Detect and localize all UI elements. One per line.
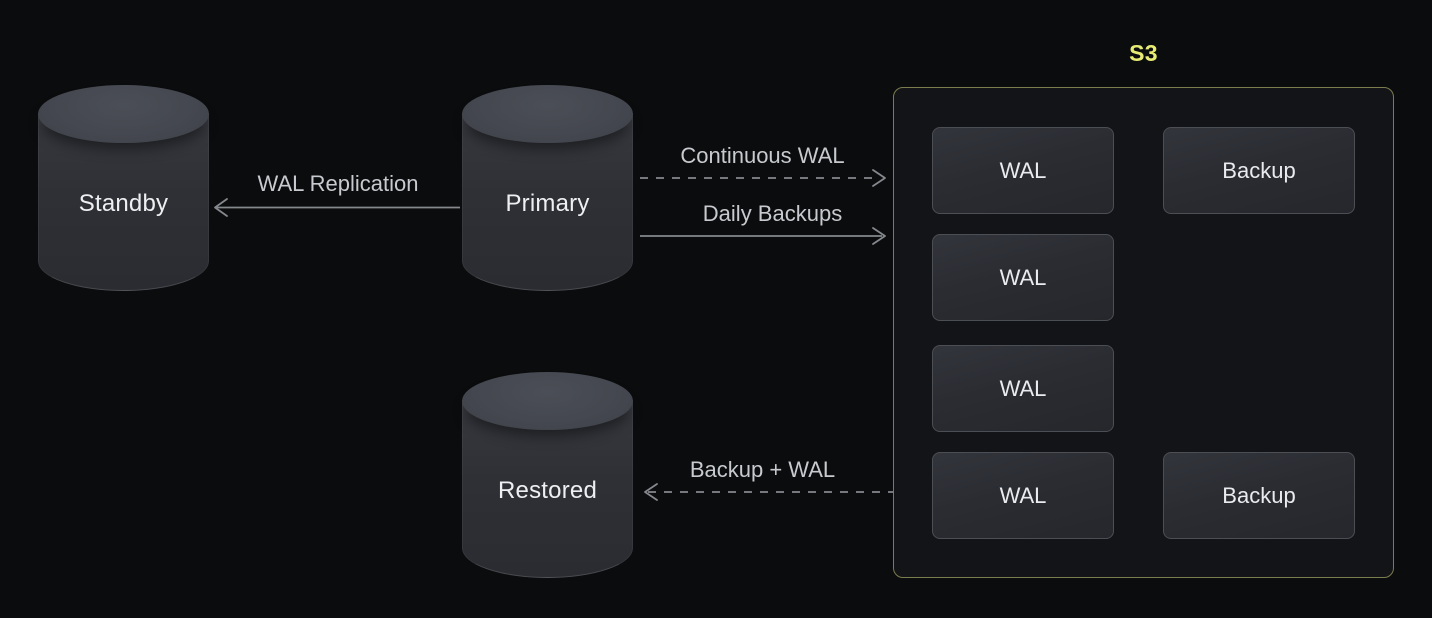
backup-box: Backup bbox=[1163, 127, 1355, 214]
backup-plus-wal-arrowhead bbox=[644, 483, 658, 501]
s3-title: S3 bbox=[1129, 40, 1158, 66]
wal-replication-label: WAL Replication bbox=[257, 171, 419, 196]
wal-segment-box: WAL bbox=[932, 234, 1114, 321]
primary-database: Primary bbox=[462, 85, 633, 291]
restored-database: Restored bbox=[462, 372, 633, 578]
daily-backups-label: Daily Backups bbox=[702, 201, 843, 226]
wal-replication-arrowhead bbox=[214, 198, 228, 217]
s3-bucket-container: WAL Backup WAL WAL WAL Backup bbox=[893, 87, 1394, 578]
standby-database: Standby bbox=[38, 85, 209, 291]
primary-label: Primary bbox=[505, 190, 590, 218]
backup-plus-wal-label: Backup + WAL bbox=[689, 457, 836, 482]
daily-backups-arrowhead bbox=[872, 227, 886, 245]
standby-label: Standby bbox=[78, 190, 169, 218]
wal-segment-box: WAL bbox=[932, 452, 1114, 539]
cylinder-top-ellipse bbox=[38, 85, 209, 143]
backup-box: Backup bbox=[1163, 452, 1355, 539]
cylinder-top-ellipse bbox=[462, 372, 633, 430]
restored-label: Restored bbox=[498, 477, 597, 505]
wal-segment-box: WAL bbox=[932, 345, 1114, 432]
continuous-wal-label: Continuous WAL bbox=[680, 143, 845, 168]
continuous-wal-arrowhead bbox=[872, 169, 886, 187]
cylinder-top-ellipse bbox=[462, 85, 633, 143]
wal-segment-box: WAL bbox=[932, 127, 1114, 214]
